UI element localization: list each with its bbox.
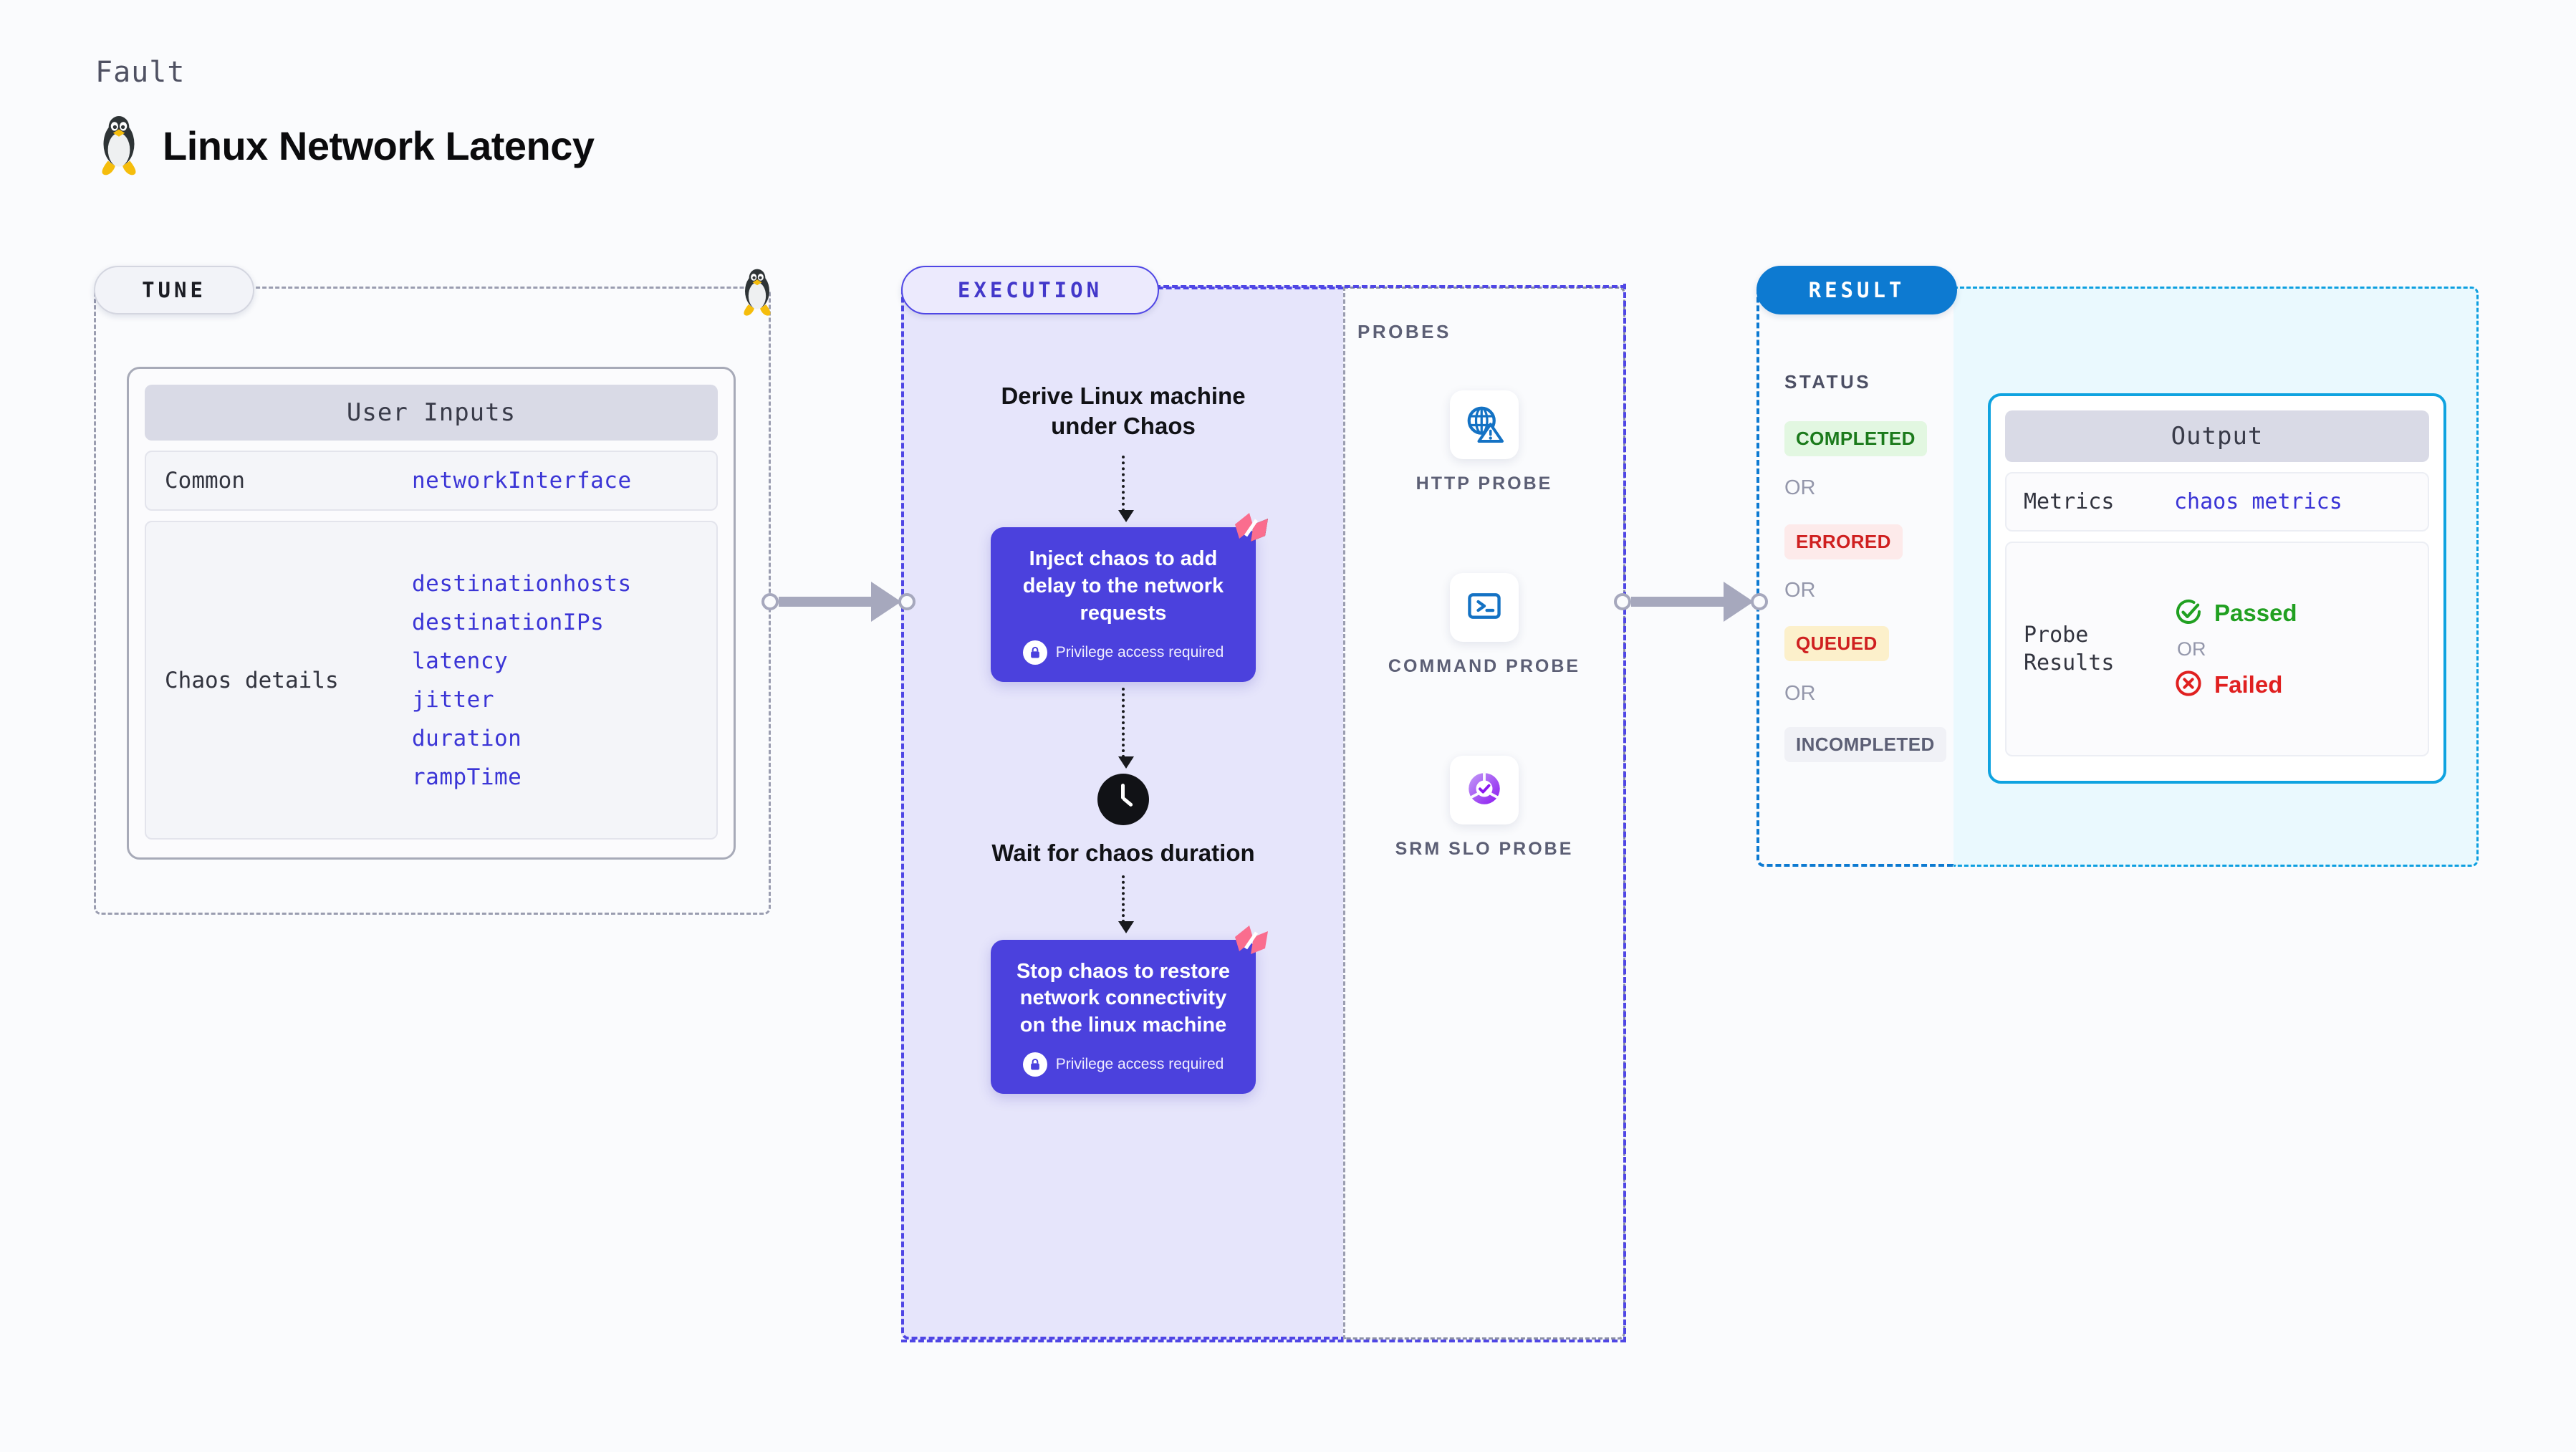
- linux-penguin-icon-corner: [738, 268, 777, 317]
- status-badge-completed: COMPLETED: [1784, 421, 1927, 456]
- tune-value[interactable]: networkInterface: [412, 468, 632, 494]
- failed-text: Failed: [2214, 671, 2283, 698]
- probe-srm-slo[interactable]: SRM SLO PROBE: [1343, 756, 1625, 862]
- probe-label: COMMAND PROBE: [1388, 656, 1581, 676]
- probe-label: HTTP PROBE: [1416, 473, 1553, 494]
- probe-tile: [1450, 756, 1519, 824]
- probe-result-or: OR: [2177, 638, 2206, 660]
- connector-dot: [761, 593, 779, 610]
- probe-http[interactable]: HTTP PROBE: [1343, 390, 1625, 496]
- tune-value[interactable]: destinationhosts: [412, 570, 632, 597]
- harness-logo-icon: [1232, 510, 1271, 549]
- connector-dot: [898, 593, 915, 610]
- user-inputs-title: User Inputs: [145, 385, 718, 441]
- tune-row-common: Common networkInterface: [145, 451, 718, 511]
- connector-tune-to-execution: [761, 582, 915, 622]
- flow-connector-arrow: [1118, 875, 1134, 933]
- probe-command[interactable]: COMMAND PROBE: [1343, 573, 1625, 679]
- tune-row-chaos-details: Chaos details destinationhosts destinati…: [145, 521, 718, 840]
- probe-tile: [1450, 390, 1519, 459]
- tune-value[interactable]: latency: [412, 648, 509, 674]
- execution-right-boundary: [1623, 284, 1626, 1342]
- tune-row-key: Chaos details: [165, 667, 339, 693]
- result-label-pill: RESULT: [1756, 266, 1957, 314]
- tune-label-pill: TUNE: [94, 266, 254, 314]
- status-or: OR: [1784, 682, 1816, 705]
- privilege-note: Privilege access required: [1012, 1052, 1234, 1077]
- tune-row-key: Common: [165, 468, 245, 494]
- clock-icon: [1097, 773, 1149, 825]
- probe-result-passed: Passed: [2174, 597, 2297, 630]
- terminal-icon: [1464, 585, 1505, 630]
- harness-logo-icon: [1232, 923, 1271, 961]
- user-inputs-card: User Inputs Common networkInterface Chao…: [127, 367, 736, 860]
- check-circle-icon: [2174, 597, 2203, 630]
- execution-top-boundary: [1146, 285, 1626, 288]
- connector-bar: [779, 597, 873, 607]
- x-circle-icon: [2174, 669, 2203, 701]
- status-badge-errored: ERRORED: [1784, 524, 1903, 559]
- linux-penguin-icon: [95, 115, 143, 176]
- lock-icon: [1022, 640, 1047, 665]
- output-card: Output Metrics chaos metrics Probe Resul…: [1988, 393, 2446, 784]
- tune-value[interactable]: destinationIPs: [412, 609, 605, 635]
- status-badge-queued: QUEUED: [1784, 626, 1889, 661]
- flow-step-wait: Wait for chaos duration: [901, 773, 1345, 868]
- output-row-key: Probe Results: [2024, 622, 2115, 675]
- privilege-note: Privilege access required: [1012, 640, 1234, 665]
- output-row-key: Metrics: [2024, 489, 2115, 514]
- wait-step-text: Wait for chaos duration: [991, 839, 1255, 866]
- output-row-value[interactable]: chaos metrics: [2174, 489, 2342, 514]
- status-label: STATUS: [1784, 371, 1872, 393]
- page-title-row: Linux Network Latency: [95, 115, 595, 176]
- execution-flow: Derive Linux machine under Chaos Inject …: [901, 287, 1345, 1094]
- connector-arrowhead: [871, 582, 901, 622]
- globe-warning-icon: [1463, 402, 1506, 448]
- probe-label: SRM SLO PROBE: [1395, 839, 1574, 859]
- probe-result-values: Passed OR Failed: [2174, 597, 2297, 701]
- connector-bar: [1631, 597, 1725, 607]
- execution-label-pill: EXECUTION: [901, 266, 1159, 314]
- connector-dot: [1751, 593, 1768, 610]
- tune-value[interactable]: jitter: [412, 686, 494, 713]
- status-badge-incompleted: INCOMPLETED: [1784, 727, 1946, 762]
- probes-label: PROBES: [1357, 321, 1451, 342]
- step-text: Stop chaos to restore network connectivi…: [1016, 959, 1231, 1037]
- passed-text: Passed: [2214, 600, 2297, 626]
- tune-value[interactable]: rampTime: [412, 764, 522, 790]
- probe-result-failed: Failed: [2174, 669, 2297, 701]
- step-text: Inject chaos to add delay to the network…: [1022, 547, 1224, 625]
- connector-execution-to-result: [1614, 582, 1768, 622]
- output-row-metrics: Metrics chaos metrics: [2005, 472, 2429, 532]
- flow-step-stop-chaos[interactable]: Stop chaos to restore network connectivi…: [991, 925, 1268, 1094]
- probe-tile: [1450, 573, 1519, 642]
- tune-value[interactable]: duration: [412, 725, 522, 751]
- flow-step-derive: Derive Linux machine under Chaos: [1001, 383, 1246, 440]
- flow-connector-arrow: [1118, 456, 1134, 523]
- execution-bottom-boundary: [901, 1340, 1626, 1342]
- flow-step-inject-chaos[interactable]: Inject chaos to add delay to the network…: [991, 513, 1268, 682]
- output-row-probe-results: Probe Results Passed OR: [2005, 542, 2429, 756]
- slo-donut-check-icon: [1464, 768, 1505, 813]
- tune-row-values: networkInterface: [412, 468, 632, 494]
- lock-icon: [1022, 1052, 1047, 1077]
- privilege-note-text: Privilege access required: [1055, 643, 1224, 660]
- connector-arrowhead: [1724, 582, 1754, 622]
- page-eyebrow: Fault: [95, 56, 186, 89]
- result-panel: [1756, 287, 1956, 867]
- tune-row-values: destinationhosts destinationIPs latency …: [412, 571, 632, 790]
- connector-dot: [1614, 593, 1631, 610]
- output-title: Output: [2005, 410, 2429, 462]
- status-or: OR: [1784, 476, 1816, 499]
- privilege-note-text: Privilege access required: [1055, 1055, 1224, 1072]
- flow-connector-arrow: [1118, 687, 1134, 769]
- page-title: Linux Network Latency: [163, 122, 595, 168]
- status-or: OR: [1784, 579, 1816, 602]
